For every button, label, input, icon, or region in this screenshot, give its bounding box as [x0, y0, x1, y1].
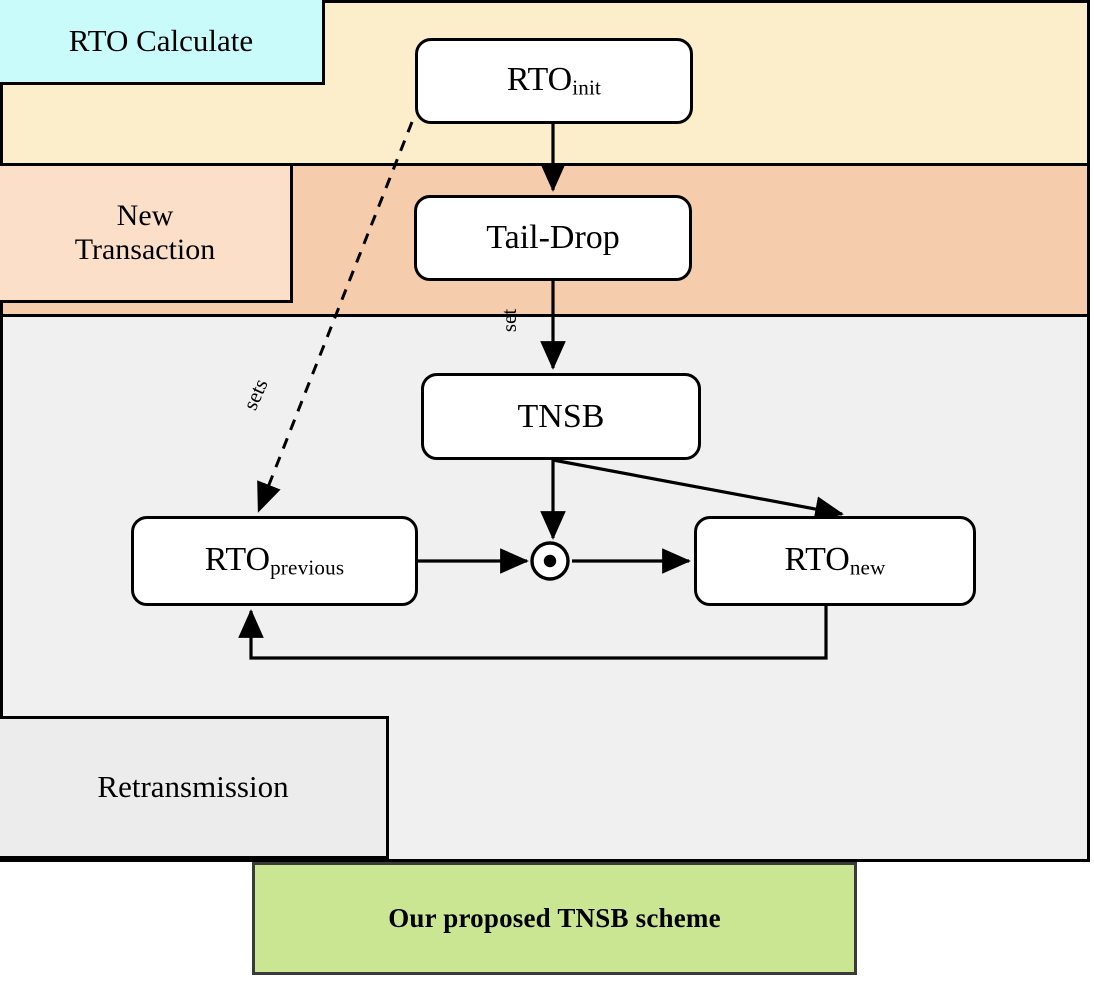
- lane-label-retransmission-text: Retransmission: [97, 769, 289, 805]
- node-tnsb[interactable]: TNSB: [421, 373, 701, 460]
- node-rto-init[interactable]: RTOinit: [415, 38, 693, 124]
- node-tail-drop-label: Tail-Drop: [486, 219, 620, 256]
- node-rto-previous[interactable]: RTOprevious: [131, 516, 418, 606]
- node-rto-previous-subscript: previous: [270, 555, 345, 580]
- node-rto-init-subscript: init: [572, 75, 602, 100]
- scheme-caption-banner: Our proposed TNSB scheme: [252, 862, 857, 975]
- lane-label-rto-calculate-text: RTO Calculate: [68, 22, 254, 58]
- node-rto-new-label: RTOnew: [784, 541, 886, 580]
- edge-label-set: set: [497, 308, 522, 333]
- lane-label-retransmission: Retransmission: [0, 716, 389, 859]
- node-rto-previous-label: RTOprevious: [204, 541, 345, 580]
- lane-label-new-transaction: New Transaction: [0, 163, 293, 303]
- lane-label-rto-calculate: RTO Calculate: [0, 0, 325, 85]
- lane-label-new-transaction-text: New Transaction: [75, 199, 216, 266]
- lane-label-new-transaction-line2: Transaction: [74, 233, 216, 266]
- node-rto-new-subscript: new: [849, 555, 886, 580]
- node-tnsb-label: TNSB: [517, 397, 605, 435]
- node-tail-drop[interactable]: Tail-Drop: [414, 195, 692, 281]
- lane-label-new-transaction-line1: New: [116, 199, 174, 233]
- node-rto-new[interactable]: RTOnew: [694, 516, 976, 606]
- scheme-caption-text: Our proposed TNSB scheme: [388, 903, 721, 933]
- node-rto-init-label: RTOinit: [506, 61, 602, 100]
